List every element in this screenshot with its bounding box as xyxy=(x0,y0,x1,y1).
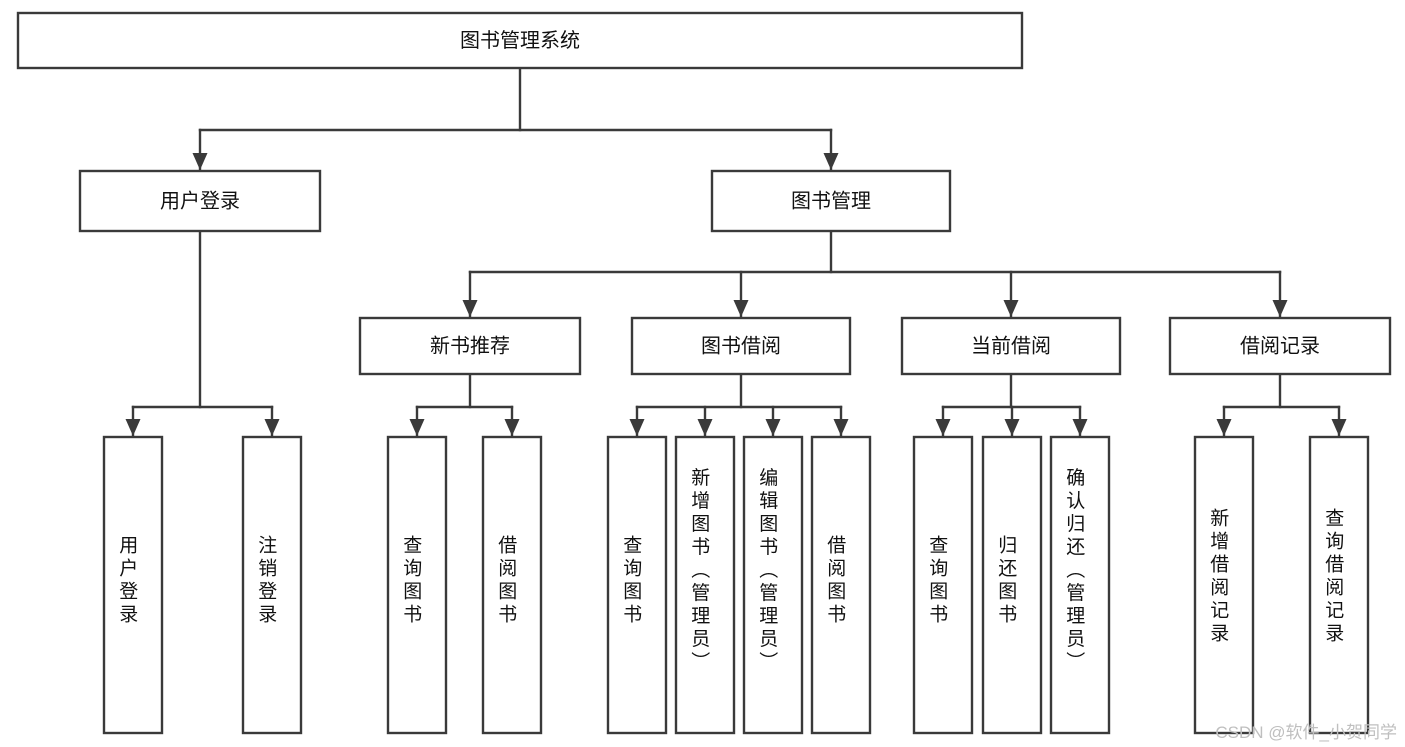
node-label: 图书管理 xyxy=(791,189,871,212)
node-label: 当前借阅 xyxy=(971,334,1051,357)
arrow-head-icon xyxy=(1216,419,1232,436)
node-box xyxy=(630,316,852,376)
node-label: 图书借阅 xyxy=(701,334,781,357)
node-box xyxy=(481,435,543,735)
node-label: 新增图书（管理员） xyxy=(688,467,710,674)
node-box xyxy=(241,435,303,735)
node-box xyxy=(606,435,668,735)
node-leaf-查询图书-4[interactable]: 查询图书 xyxy=(606,435,668,735)
arrow-head-icon xyxy=(1072,419,1088,436)
node-box xyxy=(1168,316,1392,376)
node-label: 用户登录 xyxy=(160,189,240,212)
node-l3-借阅记录-3[interactable]: 借阅记录 xyxy=(1168,316,1392,376)
node-leaf-查询图书-8[interactable]: 查询图书 xyxy=(912,435,974,735)
arrow-head-icon xyxy=(409,419,425,436)
arrow-head-icon xyxy=(833,419,849,436)
node-leaf-新增借阅记录-11[interactable]: 新增借阅记录 xyxy=(1193,435,1255,735)
node-label: 查询图书 xyxy=(400,535,422,627)
node-box xyxy=(102,435,164,735)
node-label: 新增借阅记录 xyxy=(1207,508,1229,646)
connector-layer xyxy=(125,66,1347,438)
node-leaf-归还图书-9[interactable]: 归还图书 xyxy=(981,435,1043,735)
node-box xyxy=(1308,435,1370,735)
node-box xyxy=(912,435,974,735)
node-box xyxy=(810,435,872,735)
node-box xyxy=(358,316,582,376)
node-label: 图书管理系统 xyxy=(460,29,580,52)
arrow-head-icon xyxy=(1331,419,1347,436)
node-label: 确认归还（管理员） xyxy=(1063,467,1085,674)
arrow-head-icon xyxy=(264,419,280,436)
node-leaf-查询图书-2[interactable]: 查询图书 xyxy=(386,435,448,735)
node-label: 借阅图书 xyxy=(824,535,846,627)
arrow-head-icon xyxy=(935,419,951,436)
node-box xyxy=(674,435,736,735)
arrow-head-icon xyxy=(765,419,781,436)
node-layer: 图书管理系统用户登录图书管理新书推荐图书借阅当前借阅借阅记录用户登录注销登录查询… xyxy=(16,11,1392,735)
node-l2-图书管理-1[interactable]: 图书管理 xyxy=(710,169,952,233)
node-label: 新书推荐 xyxy=(430,334,510,357)
node-leaf-注销登录-1[interactable]: 注销登录 xyxy=(241,435,303,735)
node-leaf-新增图书管理员-5[interactable]: 新增图书（管理员） xyxy=(674,435,736,735)
node-leaf-查询借阅记录-12[interactable]: 查询借阅记录 xyxy=(1308,435,1370,735)
node-l3-图书借阅-1[interactable]: 图书借阅 xyxy=(630,316,852,376)
node-l2-用户登录-0[interactable]: 用户登录 xyxy=(78,169,322,233)
arrow-head-icon xyxy=(823,153,839,170)
node-box xyxy=(78,169,322,233)
node-label: 查询借阅记录 xyxy=(1322,508,1344,646)
node-box xyxy=(981,435,1043,735)
node-label: 查询图书 xyxy=(620,535,642,627)
node-label: 编辑图书（管理员） xyxy=(756,467,778,674)
node-leaf-确认归还管理员-10[interactable]: 确认归还（管理员） xyxy=(1049,435,1111,735)
arrow-head-icon xyxy=(125,419,141,436)
node-box xyxy=(386,435,448,735)
arrow-head-icon xyxy=(1272,300,1288,317)
arrow-head-icon xyxy=(1003,300,1019,317)
node-box xyxy=(710,169,952,233)
node-label: 借阅记录 xyxy=(1240,334,1320,357)
node-leaf-用户登录-0[interactable]: 用户登录 xyxy=(102,435,164,735)
node-leaf-编辑图书管理员-6[interactable]: 编辑图书（管理员） xyxy=(742,435,804,735)
node-l3-当前借阅-2[interactable]: 当前借阅 xyxy=(900,316,1122,376)
node-box xyxy=(900,316,1122,376)
node-label: 查询图书 xyxy=(926,535,948,627)
arrow-head-icon xyxy=(733,300,749,317)
node-l3-新书推荐-0[interactable]: 新书推荐 xyxy=(358,316,582,376)
arrow-head-icon xyxy=(192,153,208,170)
node-leaf-借阅图书-3[interactable]: 借阅图书 xyxy=(481,435,543,735)
arrow-head-icon xyxy=(462,300,478,317)
node-box xyxy=(742,435,804,735)
arrow-head-icon xyxy=(504,419,520,436)
node-box xyxy=(16,11,1024,70)
arrow-head-icon xyxy=(629,419,645,436)
node-root-图书管理系统-0[interactable]: 图书管理系统 xyxy=(16,11,1024,70)
node-box xyxy=(1193,435,1255,735)
node-label: 归还图书 xyxy=(995,535,1017,627)
node-label: 借阅图书 xyxy=(495,535,517,627)
node-leaf-借阅图书-7[interactable]: 借阅图书 xyxy=(810,435,872,735)
watermark-label: CSDN @软件_小贺同学 xyxy=(1215,723,1397,742)
node-label: 注销登录 xyxy=(255,535,277,627)
arrow-head-icon xyxy=(697,419,713,436)
arrow-head-icon xyxy=(1004,419,1020,436)
node-box xyxy=(1049,435,1111,735)
node-label: 用户登录 xyxy=(116,535,138,627)
